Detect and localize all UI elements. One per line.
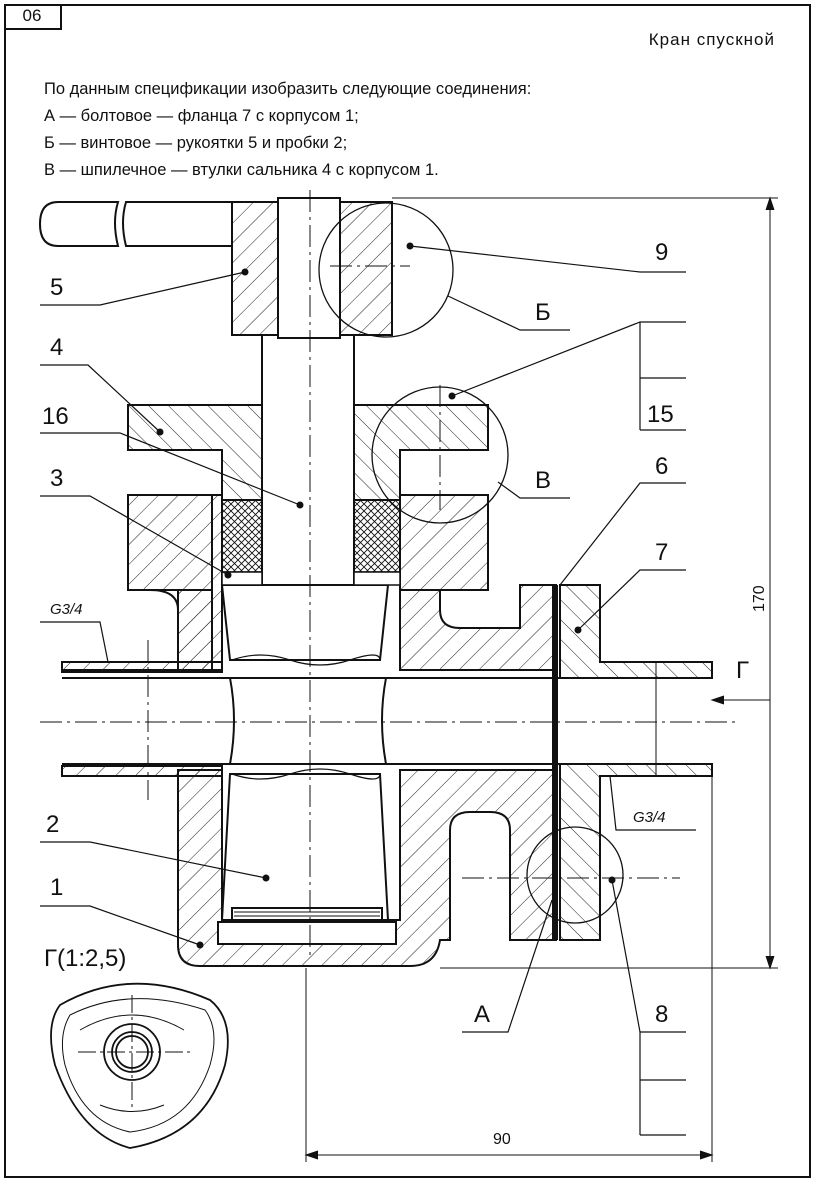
- task-intro: По данным спецификации изобразить следую…: [44, 80, 532, 98]
- label-part-9: 9: [655, 239, 668, 266]
- flange-part-7: [552, 584, 713, 941]
- label-joint-v: В: [535, 467, 551, 494]
- label-part-3: 3: [50, 465, 63, 492]
- task-text: По данным спецификации изобразить следую…: [44, 76, 531, 184]
- leader-lines: [40, 245, 696, 1136]
- label-part-2: 2: [46, 811, 59, 838]
- dimension-lines: [304, 196, 778, 1162]
- task-item-a: А — болтовое — фланца 7 с корпусом 1;: [44, 107, 359, 125]
- detail-circle-v: [371, 386, 509, 524]
- plug-stem: [261, 197, 355, 586]
- thread-label-right: G3/4: [633, 809, 666, 826]
- label-joint-b: Б: [535, 299, 551, 326]
- dimension-height: 170: [751, 585, 768, 612]
- handle-part-5: [38, 201, 393, 336]
- packing-part-16: [221, 499, 401, 586]
- detail-circle-a: [526, 826, 624, 924]
- label-part-4: 4: [50, 334, 63, 361]
- view-g-label: Г(1:2,5): [44, 945, 126, 972]
- drawing-title: Кран спускной: [648, 30, 775, 49]
- label-view-g-arrow: Г: [736, 657, 749, 684]
- detail-circle-b: [318, 202, 454, 338]
- label-part-1: 1: [50, 874, 63, 901]
- view-g-outline: [50, 982, 229, 1149]
- thread-label-left: G3/4: [50, 601, 83, 618]
- center-lines: [40, 190, 740, 960]
- label-part-6: 6: [655, 453, 668, 480]
- label-part-16: 16: [42, 403, 69, 430]
- leader-dots: [156, 242, 616, 949]
- plug-part-2: [62, 584, 712, 945]
- drawing-frame: [4, 4, 811, 1178]
- sheet-number: 06: [4, 4, 62, 30]
- dimension-width: 90: [493, 1131, 511, 1148]
- label-part-7: 7: [655, 539, 668, 566]
- task-item-b: Б — винтовое — рукоятки 5 и пробки 2;: [44, 134, 348, 152]
- label-joint-a: А: [474, 1001, 490, 1028]
- label-part-15: 15: [647, 401, 674, 428]
- label-part-5: 5: [50, 274, 63, 301]
- task-item-v: В — шпилечное — втулки сальника 4 с корп…: [44, 161, 439, 179]
- label-part-8: 8: [655, 1001, 668, 1028]
- detail-circles: [318, 202, 624, 924]
